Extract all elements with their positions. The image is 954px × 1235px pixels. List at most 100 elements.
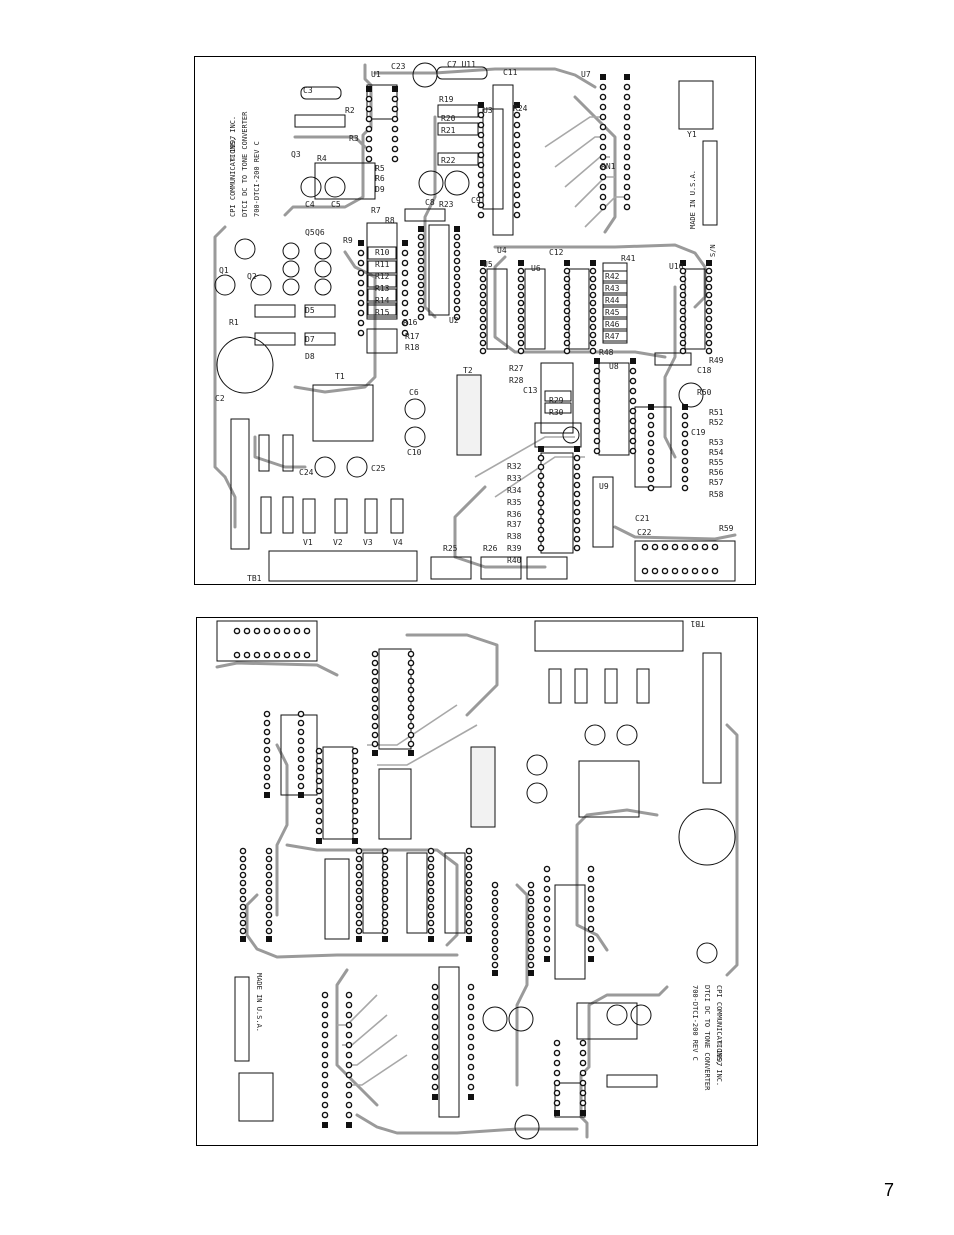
- svg-text:C7 U11: C7 U11: [447, 60, 476, 69]
- solder-pad: [691, 543, 699, 551]
- solder-pad: [239, 887, 247, 895]
- solder-pad: [453, 233, 461, 241]
- solder-pad: [345, 1071, 353, 1079]
- solder-pad: [517, 331, 525, 339]
- solder-pad: [563, 275, 571, 283]
- svg-text:U8: U8: [609, 362, 619, 371]
- solder-pad: [239, 911, 247, 919]
- solder-pad: [647, 439, 655, 447]
- solder-pad: [265, 911, 273, 919]
- svg-text:R10: R10: [375, 248, 390, 257]
- solder-pad: [355, 919, 363, 927]
- solder-pad: [679, 291, 687, 299]
- solder-pad: [371, 677, 379, 685]
- solder-pad: [478, 102, 484, 108]
- solder-pad: [351, 827, 359, 835]
- solder-pad: [538, 446, 544, 452]
- solder-pad: [705, 307, 713, 315]
- svg-text:U1: U1: [371, 70, 381, 79]
- solder-pad: [679, 339, 687, 347]
- svg-text:R57: R57: [709, 478, 724, 487]
- solder-pad: [513, 171, 521, 179]
- solder-pad: [711, 567, 719, 575]
- solder-pad: [381, 871, 389, 879]
- solder-pad: [407, 731, 415, 739]
- solder-pad: [573, 481, 581, 489]
- solder-pad: [345, 1021, 353, 1029]
- solder-pad: [453, 241, 461, 249]
- solder-pad: [477, 151, 485, 159]
- svg-text:R28: R28: [509, 376, 524, 385]
- svg-text:U7: U7: [581, 70, 591, 79]
- solder-pad: [553, 1039, 561, 1047]
- svg-text:© 1997: © 1997: [229, 136, 237, 161]
- solder-pad: [589, 291, 597, 299]
- solder-pad: [479, 323, 487, 331]
- solder-pad: [265, 887, 273, 895]
- solder-pad: [661, 543, 669, 551]
- solder-pad: [239, 919, 247, 927]
- solder-pad: [243, 627, 251, 635]
- solder-pad: [453, 305, 461, 313]
- solder-pad: [593, 387, 601, 395]
- solder-pad: [491, 889, 499, 897]
- svg-text:C6: C6: [409, 388, 419, 397]
- solder-pad: [345, 1101, 353, 1109]
- solder-pad: [593, 437, 601, 445]
- solder-pad: [453, 289, 461, 297]
- solder-pad: [553, 1049, 561, 1057]
- solder-pad: [477, 171, 485, 179]
- svg-text:V1: V1: [303, 538, 313, 547]
- svg-text:R20: R20: [441, 114, 456, 123]
- solder-pad: [479, 307, 487, 315]
- solder-pad: [553, 1089, 561, 1097]
- solder-pad: [553, 1069, 561, 1077]
- svg-text:R15: R15: [375, 308, 390, 317]
- svg-text:U3: U3: [483, 106, 493, 115]
- svg-text:R18: R18: [405, 343, 420, 352]
- solder-pad: [681, 448, 689, 456]
- solder-pad: [647, 457, 655, 465]
- solder-pad: [589, 315, 597, 323]
- solder-pad: [417, 281, 425, 289]
- solder-pad: [315, 747, 323, 755]
- solder-pad: [623, 153, 631, 161]
- solder-pad: [479, 275, 487, 283]
- solder-pad: [321, 1031, 329, 1039]
- solder-pad: [651, 543, 659, 551]
- solder-pad: [239, 903, 247, 911]
- svg-text:Q3: Q3: [291, 150, 301, 159]
- solder-pad: [273, 627, 281, 635]
- solder-pad: [408, 750, 414, 756]
- svg-text:V3: V3: [363, 538, 373, 547]
- solder-pad: [465, 887, 473, 895]
- solder-pad: [391, 135, 399, 143]
- solder-pad: [303, 627, 311, 635]
- solder-pad: [465, 927, 473, 935]
- solder-pad: [427, 911, 435, 919]
- solder-pad: [589, 339, 597, 347]
- solder-pad: [711, 543, 719, 551]
- svg-text:R33: R33: [507, 474, 522, 483]
- solder-pad: [563, 315, 571, 323]
- svg-text:R48: R48: [599, 348, 614, 357]
- solder-pad: [491, 945, 499, 953]
- svg-text:R45: R45: [605, 308, 620, 317]
- svg-text:TB1: TB1: [690, 619, 705, 628]
- solder-pad: [266, 936, 272, 942]
- solder-pad: [372, 750, 378, 756]
- solder-pad: [629, 367, 637, 375]
- bottom-pads: [233, 627, 595, 1128]
- solder-pad: [543, 875, 551, 883]
- svg-text:D8: D8: [305, 352, 315, 361]
- solder-pad: [517, 283, 525, 291]
- solder-pad: [345, 1041, 353, 1049]
- solder-pad: [407, 695, 415, 703]
- solder-pad: [391, 105, 399, 113]
- svg-text:Q5: Q5: [305, 228, 315, 237]
- solder-pad: [590, 260, 596, 266]
- solder-pad: [265, 847, 273, 855]
- solder-pad: [671, 567, 679, 575]
- solder-pad: [315, 807, 323, 815]
- svg-text:R22: R22: [441, 156, 456, 165]
